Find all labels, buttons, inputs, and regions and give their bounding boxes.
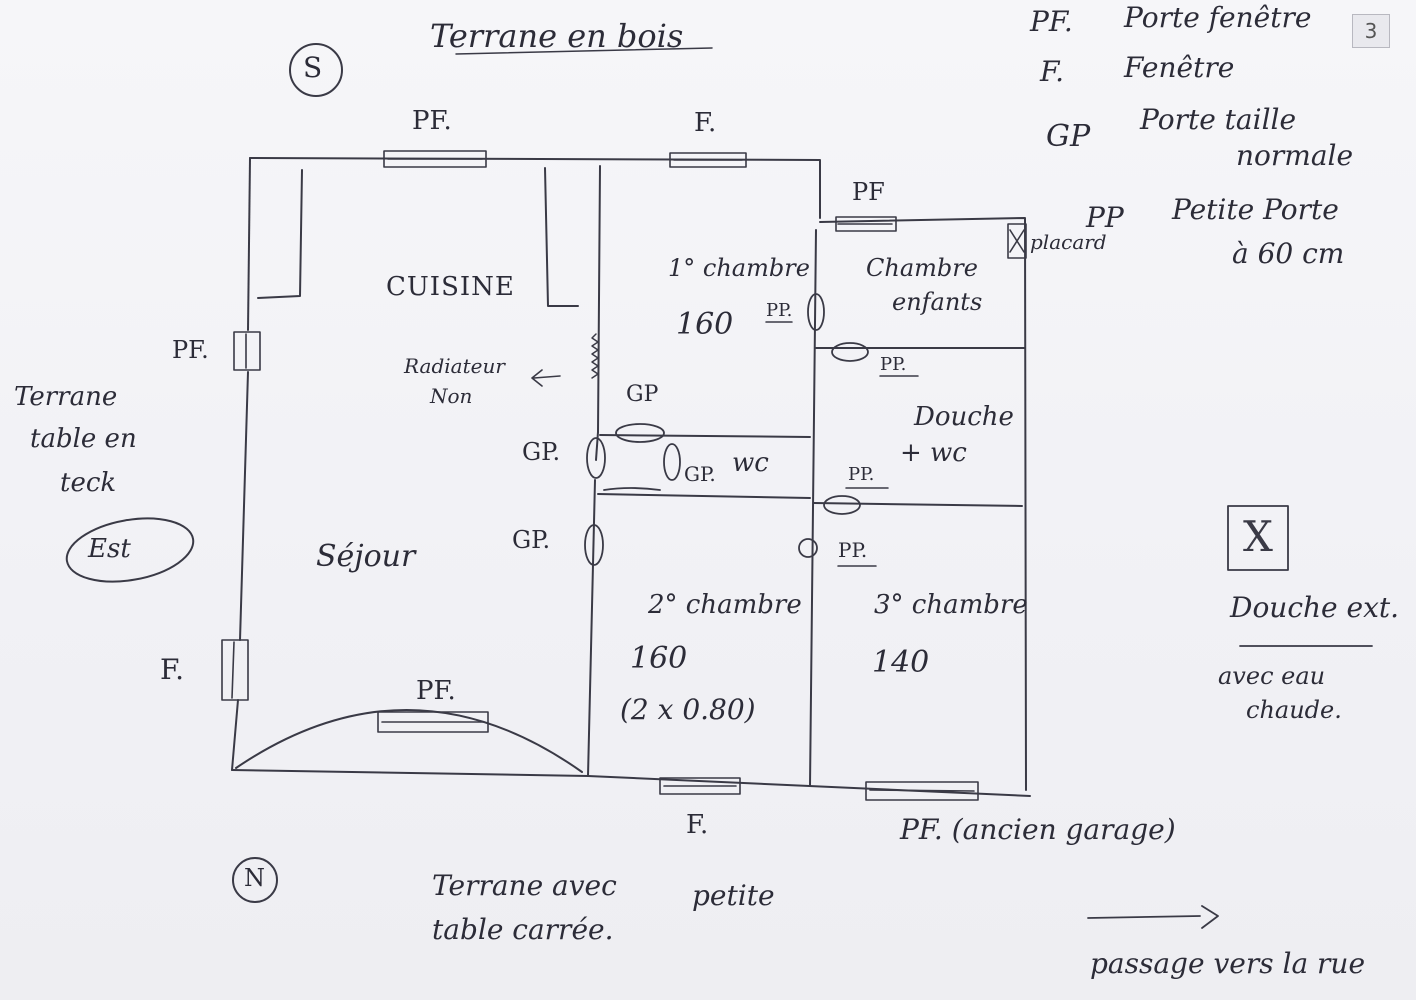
room-shower-line1: Douche — [914, 402, 1014, 432]
room-bedroom3-label: 3° chambre — [874, 590, 1028, 620]
radiator-label-line1: Radiateur — [404, 354, 505, 378]
label-pp-shower: PP. — [848, 464, 875, 485]
room-living-label: Séjour — [316, 539, 416, 574]
room-bedroom3-bed: 140 — [872, 645, 930, 680]
east-terrace-line1: Terrane — [14, 382, 118, 412]
label-gp-living1: GP. — [522, 438, 561, 466]
label-pp-bedroom1: PP. — [766, 300, 793, 321]
openings — [221, 150, 1027, 801]
room-kids-line2: enfants — [892, 288, 983, 316]
room-bedroom1-label: 1° chambre — [668, 254, 810, 282]
label-pf-garage: PF. (ancien garage) — [900, 813, 1176, 846]
room-bedroom1-bed: 160 — [676, 307, 734, 342]
closet-label: placard — [1030, 230, 1107, 254]
legend-code-pp: PP — [1086, 201, 1124, 234]
radiator-arrow — [531, 369, 561, 387]
passage-label: passage vers la rue — [1090, 947, 1366, 980]
legend-text2-gp: normale — [1236, 139, 1354, 172]
room-kids-line1: Chambre — [866, 254, 978, 282]
label-f-top: F. — [694, 108, 717, 138]
page-number-tab: 3 — [1352, 14, 1390, 48]
east-terrace-line3: teck — [60, 468, 117, 498]
radiator-symbol — [591, 333, 599, 379]
south-compass-circle — [289, 43, 343, 97]
legend-code-f: F. — [1040, 55, 1064, 88]
north-terrace-line1: Terrane avec — [432, 869, 617, 902]
north-terrace-extra: petite — [692, 879, 775, 912]
label-gp-wc: GP. — [684, 462, 716, 486]
compass-south-letter: S — [303, 51, 323, 84]
east-badge-ellipse — [65, 517, 195, 583]
room-shower-line2: + wc — [900, 438, 967, 468]
legend-text-pf: Porte fenêtre — [1124, 1, 1312, 34]
room-bedroom2-label: 2° chambre — [648, 590, 802, 620]
label-pf-bottom: PF. — [416, 676, 456, 706]
label-pf-kids: PF — [852, 178, 885, 206]
label-underlines — [455, 47, 919, 567]
label-pp-kids: PP. — [880, 354, 907, 375]
legend-text2-pp: à 60 cm — [1232, 237, 1345, 270]
terrace-arc — [235, 709, 583, 773]
outer-walls — [231, 157, 1031, 797]
label-f-west: F. — [160, 653, 184, 686]
legend-text-f: Fenêtre — [1124, 51, 1235, 84]
label-gp-living2: GP. — [512, 526, 551, 554]
label-pf-west: PF. — [172, 336, 209, 364]
doors — [584, 293, 869, 566]
room-bedroom2-bed: 160 — [630, 641, 688, 676]
passage-arrow — [1087, 905, 1219, 929]
label-pf-top: PF. — [412, 106, 452, 136]
shower-ext-line2: chaude. — [1246, 696, 1342, 724]
north-compass-circle — [232, 857, 278, 903]
shower-ext-box — [1227, 505, 1289, 571]
label-pp-bedroom3: PP. — [838, 538, 868, 562]
north-terrace-line2: table carrée. — [432, 913, 614, 946]
interior-walls — [257, 165, 1026, 787]
room-wc-label: wc — [732, 448, 769, 478]
legend-text-gp: Porte taille — [1140, 103, 1297, 136]
shower-ext-line1: avec eau — [1218, 662, 1326, 690]
compass-north-letter: N — [244, 864, 265, 892]
shower-ext-title: Douche ext. — [1230, 591, 1400, 624]
label-f-bottom: F. — [686, 810, 709, 840]
east-terrace-line2: table en — [30, 424, 137, 454]
shower-ext-symbol: X — [1243, 512, 1273, 561]
label-gp-kitchen: GP — [626, 382, 659, 407]
room-bedroom2-bed-detail: (2 x 0.80) — [620, 693, 756, 726]
legend-code-gp: GP — [1046, 119, 1091, 154]
legend-code-pf: PF. — [1030, 5, 1073, 38]
room-kitchen-label: CUISINE — [386, 272, 515, 302]
east-badge-label: Est — [88, 534, 131, 564]
legend-text-pp: Petite Porte — [1172, 193, 1339, 226]
radiator-label-line2: Non — [430, 384, 473, 408]
south-terrace-title: Terrane en bois — [430, 17, 684, 55]
